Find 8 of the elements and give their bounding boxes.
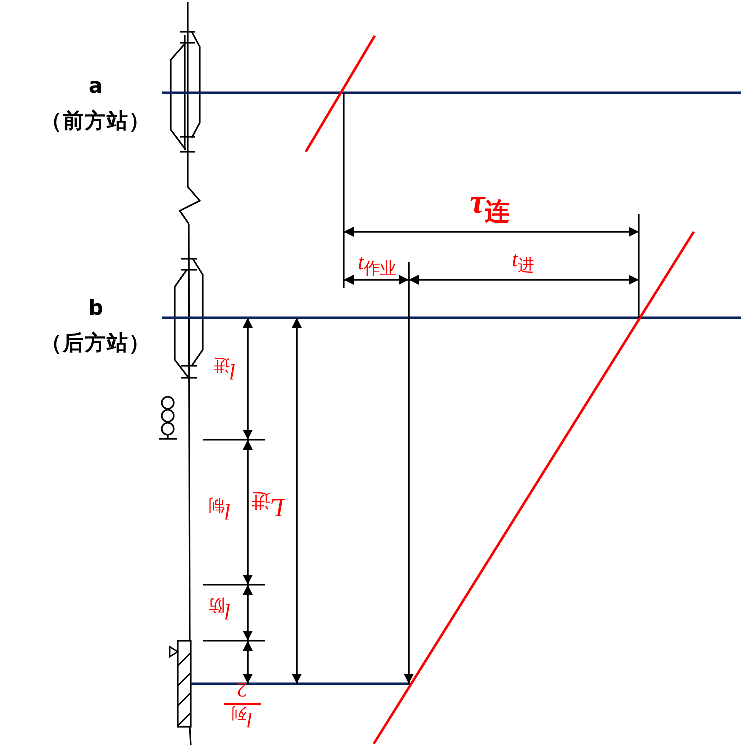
formula-label: τ$_{连}$ xyxy=(470,185,510,221)
formula-label: 2 xyxy=(236,678,248,702)
formula-label: t$_{作业}$ xyxy=(358,250,396,274)
station-label: a xyxy=(88,74,104,98)
station-label: （后方站） xyxy=(41,332,151,354)
station-label: b xyxy=(88,296,104,320)
station-label: （前方站） xyxy=(41,110,151,132)
formula-label: t$_{进}$ xyxy=(512,247,534,271)
